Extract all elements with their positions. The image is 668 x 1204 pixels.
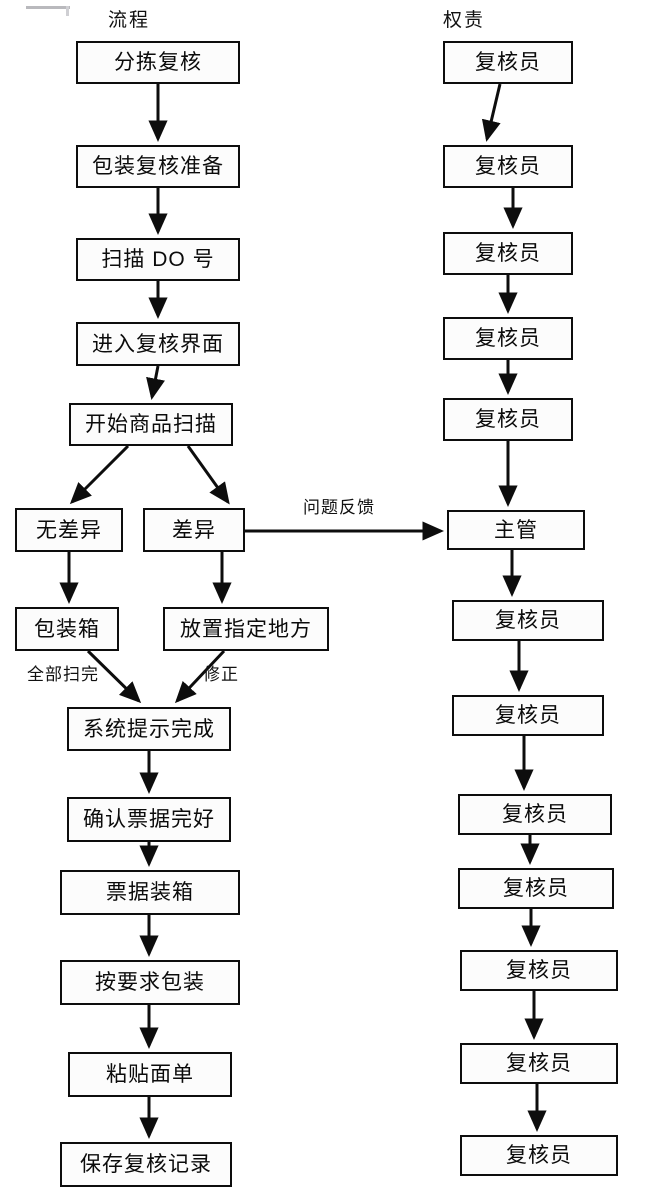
- process-node-no-discrepancy[interactable]: 无差异: [15, 508, 123, 552]
- column-title-responsibility: 权责: [443, 10, 486, 31]
- role-node-reviewer-2[interactable]: 复核员: [443, 145, 573, 188]
- process-node-pack-as-required[interactable]: 按要求包装: [60, 960, 240, 1005]
- process-node-documents-into-carton[interactable]: 票据装箱: [60, 870, 240, 915]
- node-label: 票据装箱: [106, 881, 194, 904]
- role-node-reviewer-9[interactable]: 复核员: [458, 868, 614, 909]
- node-label: 复核员: [506, 1144, 572, 1167]
- role-node-reviewer-8[interactable]: 复核员: [458, 794, 612, 835]
- node-label: 复核员: [495, 609, 561, 632]
- node-label: 分拣复核: [114, 51, 202, 74]
- process-node-save-recheck-record[interactable]: 保存复核记录: [60, 1142, 232, 1187]
- process-node-confirm-documents-intact[interactable]: 确认票据完好: [67, 797, 231, 842]
- process-node-discrepancy[interactable]: 差异: [143, 508, 245, 552]
- node-label: 粘贴面单: [106, 1063, 194, 1086]
- process-node-start-item-scan[interactable]: 开始商品扫描: [69, 403, 233, 446]
- node-label: 复核员: [475, 51, 541, 74]
- process-node-place-designated-area[interactable]: 放置指定地方: [163, 607, 329, 651]
- process-node-packing-recheck-prep[interactable]: 包装复核准备: [76, 145, 240, 188]
- process-node-enter-recheck-ui[interactable]: 进入复核界面: [76, 322, 240, 366]
- edge-label-correction: 修正: [203, 665, 239, 684]
- node-label: 无差异: [36, 518, 102, 542]
- node-label: 包装箱: [34, 617, 100, 641]
- node-label: 开始商品扫描: [85, 413, 217, 436]
- role-node-reviewer-5[interactable]: 复核员: [443, 398, 573, 441]
- column-title-process: 流程: [108, 10, 151, 31]
- node-label: 系统提示完成: [83, 717, 215, 741]
- node-label: 扫描 DO 号: [101, 248, 215, 271]
- node-label: 复核员: [503, 877, 569, 900]
- node-label: 复核员: [475, 408, 541, 431]
- node-label: 差异: [172, 518, 216, 542]
- node-label: 复核员: [506, 959, 572, 982]
- node-label: 放置指定地方: [180, 617, 312, 641]
- top-left-scan-artifact-tail: [66, 6, 69, 16]
- node-label: 保存复核记录: [80, 1153, 212, 1176]
- process-node-scan-do-number[interactable]: 扫描 DO 号: [76, 238, 240, 281]
- role-node-reviewer-6[interactable]: 复核员: [452, 600, 604, 641]
- process-node-sorting-recheck[interactable]: 分拣复核: [76, 41, 240, 84]
- role-node-reviewer-7[interactable]: 复核员: [452, 695, 604, 736]
- node-label: 复核员: [502, 803, 568, 826]
- process-node-attach-waybill[interactable]: 粘贴面单: [68, 1052, 232, 1097]
- edge-label-problem-feedback: 问题反馈: [303, 498, 375, 517]
- edge-label-all-scanned: 全部扫完: [27, 665, 99, 684]
- node-label: 复核员: [495, 704, 561, 727]
- process-node-system-prompt-complete[interactable]: 系统提示完成: [67, 707, 231, 751]
- role-node-reviewer-11[interactable]: 复核员: [460, 1043, 618, 1084]
- top-left-scan-artifact: [26, 6, 70, 9]
- process-node-pack-carton[interactable]: 包装箱: [15, 607, 119, 651]
- node-label: 复核员: [475, 327, 541, 350]
- role-node-supervisor[interactable]: 主管: [447, 510, 585, 550]
- role-node-reviewer-10[interactable]: 复核员: [460, 950, 618, 991]
- node-label: 复核员: [506, 1052, 572, 1075]
- node-label: 复核员: [475, 242, 541, 265]
- role-node-reviewer-1[interactable]: 复核员: [443, 41, 573, 84]
- role-node-reviewer-3[interactable]: 复核员: [443, 232, 573, 275]
- role-node-reviewer-12[interactable]: 复核员: [460, 1135, 618, 1176]
- role-node-reviewer-4[interactable]: 复核员: [443, 317, 573, 360]
- node-label: 包装复核准备: [92, 155, 224, 178]
- node-label: 确认票据完好: [83, 808, 215, 831]
- node-label: 主管: [494, 518, 538, 542]
- node-label: 按要求包装: [95, 971, 205, 994]
- node-label: 复核员: [475, 155, 541, 178]
- node-label: 进入复核界面: [92, 332, 224, 356]
